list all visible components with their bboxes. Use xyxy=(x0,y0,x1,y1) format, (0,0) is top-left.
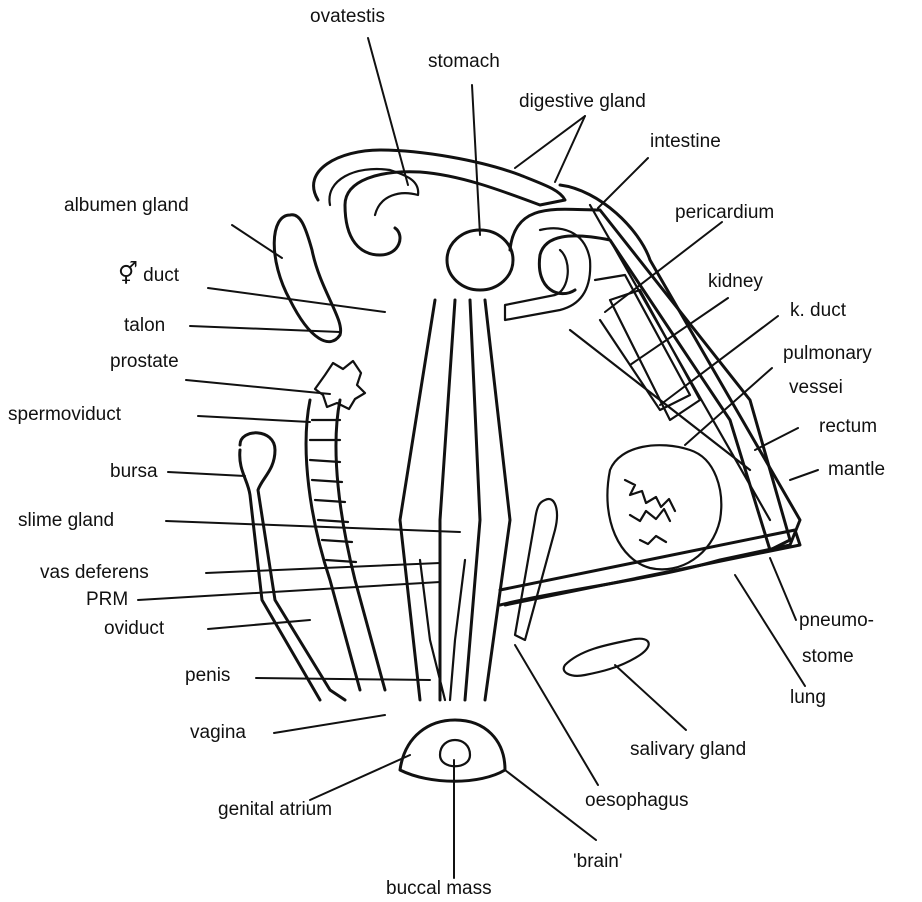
label-slime-gland: slime gland xyxy=(18,511,114,530)
spermoviduct-tube-2 xyxy=(336,400,385,690)
salivary-gland-shape xyxy=(564,639,649,676)
label-hermaphrodite-duct: ⚥ duct xyxy=(118,264,179,286)
pulmonary-vessel-line xyxy=(570,330,750,470)
label-stome: stome xyxy=(802,647,854,666)
label-lung: lung xyxy=(790,688,826,707)
label-pneumo: pneumo- xyxy=(799,611,874,630)
label-genital-atrium: genital atrium xyxy=(218,800,332,819)
label-kidney: kidney xyxy=(708,272,763,291)
lung-mass xyxy=(607,445,721,569)
label-oviduct: oviduct xyxy=(104,619,164,638)
spermoviduct-tube xyxy=(306,400,360,690)
bursa-sac xyxy=(240,433,345,700)
label-rectum: rectum xyxy=(819,417,877,436)
label-vagina: vagina xyxy=(190,723,246,742)
label-salivary-gland: salivary gland xyxy=(630,740,746,759)
albumen-gland-shape xyxy=(274,215,340,342)
label-pulmonary: pulmonary xyxy=(783,344,872,363)
lung-texture xyxy=(625,480,675,544)
label-intestine: intestine xyxy=(650,132,721,151)
stomach-shape xyxy=(447,230,513,290)
label-buccal-mass: buccal mass xyxy=(386,879,492,898)
rectum-line xyxy=(590,205,770,520)
label-vas-deferens: vas deferens xyxy=(40,563,149,582)
label-oesophagus: oesophagus xyxy=(585,791,689,810)
label-stomach: stomach xyxy=(428,52,500,71)
label-digestive-gland: digestive gland xyxy=(519,92,646,111)
hermaphrodite-symbol-icon: ⚥ xyxy=(118,262,138,287)
spermoviduct-segments xyxy=(310,420,356,562)
label-prm: PRM xyxy=(86,590,128,609)
label-talon: talon xyxy=(124,316,165,335)
label-bursa: bursa xyxy=(110,462,158,481)
label-penis: penis xyxy=(185,666,230,685)
label-prostate: prostate xyxy=(110,352,179,371)
label-albumen-gland: albumen gland xyxy=(64,196,189,215)
buccal-mass-shape xyxy=(400,720,505,781)
label-brain: 'brain' xyxy=(573,852,623,871)
label-k-duct: k. duct xyxy=(790,301,846,320)
label-duct-text: duct xyxy=(143,265,179,286)
ovatestis-coil xyxy=(314,150,565,255)
label-ovatestis: ovatestis xyxy=(310,7,385,26)
label-mantle: mantle xyxy=(828,460,885,479)
slime-gland-shape xyxy=(515,499,557,640)
label-spermoviduct: spermoviduct xyxy=(8,405,121,424)
label-vessel: vessei xyxy=(789,378,843,397)
label-pericardium: pericardium xyxy=(675,203,774,222)
